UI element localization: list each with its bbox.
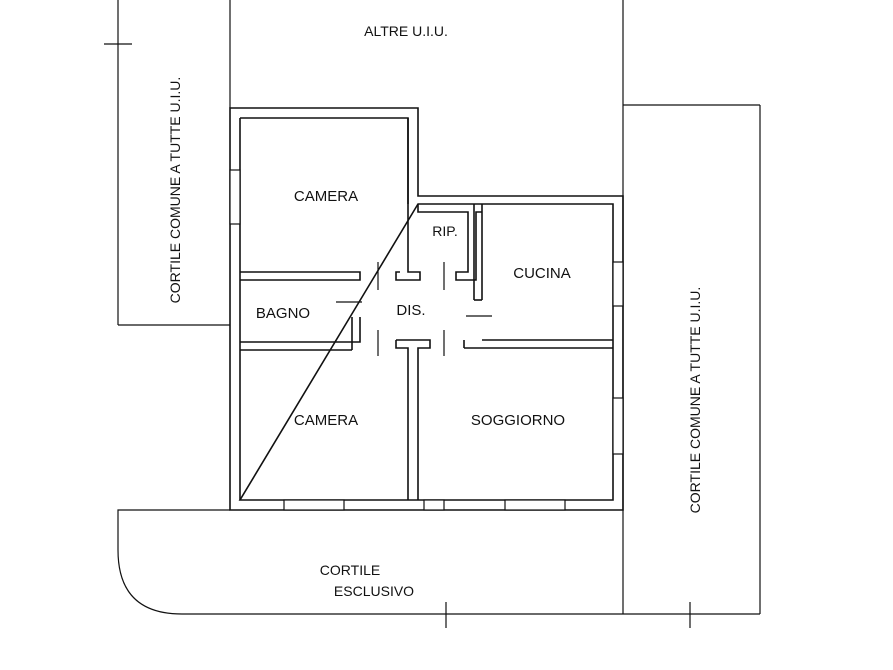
label-camera-bottom: CAMERA — [294, 412, 358, 429]
window-cucina — [612, 261, 624, 307]
label-cortile-esclusivo-2: ESCLUSIVO — [334, 583, 414, 599]
label-soggiorno: SOGGIORNO — [471, 412, 565, 429]
left-courtyard-boundary — [104, 0, 230, 326]
label-dis: DIS. — [396, 302, 425, 319]
label-cucina: CUCINA — [513, 265, 571, 282]
interior-walls — [240, 118, 613, 500]
label-altre-uiu: ALTRE U.I.U. — [364, 23, 448, 39]
window-soggiorno-east — [612, 397, 624, 455]
altre-uiu-boundary — [229, 0, 624, 108]
windows — [229, 169, 624, 511]
label-cortile-comune-left: CORTILE COMUNE A TUTTE U.I.U. — [167, 77, 183, 304]
label-cortile-comune-right: CORTILE COMUNE A TUTTE U.I.U. — [687, 287, 703, 514]
window-camera-top — [229, 169, 241, 225]
label-camera-top: CAMERA — [294, 188, 358, 205]
window-camera-bottom — [283, 499, 345, 511]
label-rip: RIP. — [432, 223, 457, 239]
label-bagno: BAGNO — [256, 305, 310, 322]
label-cortile-esclusivo-1: CORTILE — [320, 562, 380, 578]
window-soggiorno-south-2 — [504, 499, 566, 511]
exclusive-courtyard-boundary — [117, 509, 760, 628]
window-soggiorno-south-1 — [423, 499, 445, 511]
